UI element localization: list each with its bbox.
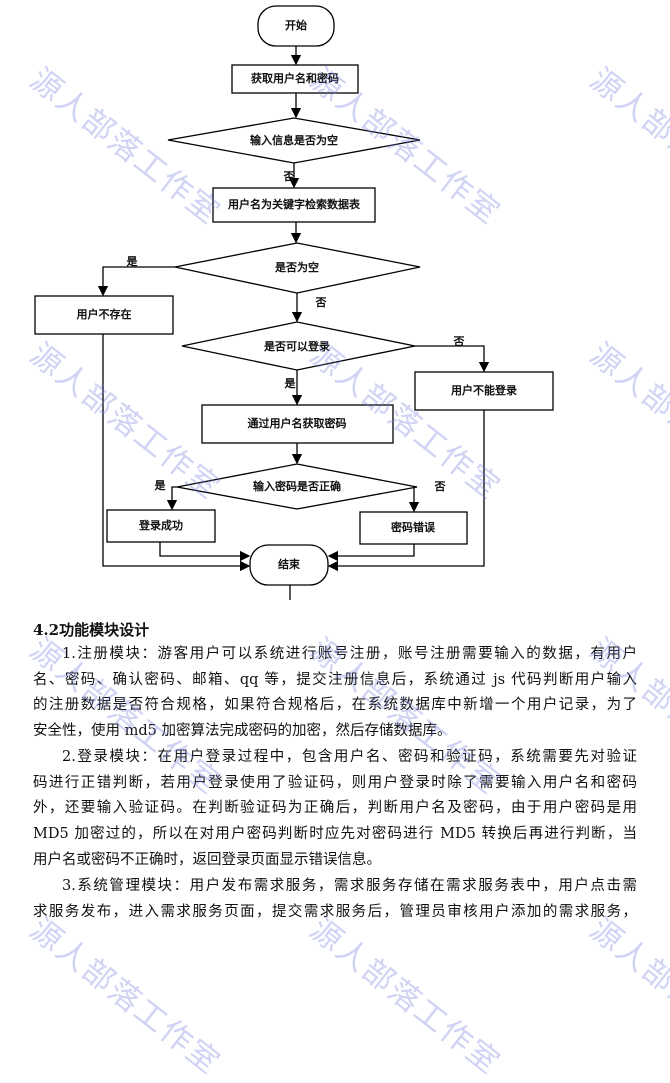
start-label: 开始	[285, 18, 307, 32]
can-login-label: 是否可以登录	[263, 339, 330, 353]
text-line: 外，还要输入验证码。在判断验证码为正确后，判断用户名及密码，由于用户密码是用	[33, 800, 637, 817]
paragraph-system-management: 3.系统管理模块：用户发布需求服务，需求服务存储在需求服务表中，用户点击需 求服…	[33, 874, 637, 925]
yes-label: 是	[154, 479, 167, 492]
login-flowchart: 开始 获取用户名和密码 输入信息是否为空 否 用户名为关键字检索数据表 是否为空…	[34, 5, 554, 600]
input-empty-decision	[167, 117, 421, 164]
section-heading: 4.2功能模块设计	[33, 621, 150, 639]
get-credentials-box	[231, 64, 359, 94]
login-success-box	[106, 509, 216, 543]
watermark: 源人部落工作室	[302, 911, 508, 1082]
is-empty-decision	[174, 242, 421, 294]
login-success-label: 登录成功	[138, 518, 183, 532]
end-terminal	[249, 544, 329, 586]
watermark: 源人部落工作室	[22, 911, 228, 1082]
input-empty-label: 输入信息是否为空	[250, 133, 338, 147]
yes-label: 是	[284, 377, 297, 390]
password-error-box	[359, 511, 468, 545]
text-line: 码进行正错判断，若用户登录使用了验证码，则用户登录时除了需要输入用户名和密码	[33, 774, 637, 791]
no-label: 否	[315, 296, 327, 309]
text-line: 名、密码、确认密码、邮箱、qq 等，提交注册信息后，系统通过 js 代码判断用户…	[33, 671, 637, 688]
password-error-label: 密码错误	[391, 520, 436, 534]
user-not-exist-box	[34, 295, 174, 335]
user-cannot-login-label: 用户不能登录	[451, 383, 517, 397]
text-line: 安全性，使用 md5 加密算法完成密码的加密，然后存储数据库。	[33, 723, 452, 740]
text-line: 求服务发布，进入需求服务页面，提交需求服务后，管理员审核用户添加的需求服务，	[33, 903, 637, 920]
is-empty-label: 是否为空	[274, 260, 319, 274]
get-credentials-label: 获取用户名和密码	[251, 71, 339, 85]
search-db-box	[212, 187, 376, 223]
text-line: 用户名或密码不正确时，返回登录页面显示错误信息。	[33, 851, 381, 868]
can-login-decision	[181, 321, 416, 371]
text-line: 2.登录模块：在用户登录过程中，包含用户名、密码和验证码，系统需要先对验证	[62, 749, 637, 765]
paragraph-login: 2.登录模块：在用户登录过程中，包含用户名、密码和验证码，系统需要先对验证 码进…	[33, 745, 637, 873]
yes-label: 是	[126, 255, 139, 268]
text-line: 3.系统管理模块：用户发布需求服务，需求服务存储在需求服务表中，用户点击需	[62, 878, 637, 894]
password-correct-label: 输入密码是否正确	[253, 479, 341, 493]
user-cannot-login-box	[414, 371, 554, 411]
no-label: 否	[434, 480, 446, 493]
get-password-label: 通过用户名获取密码	[248, 416, 347, 430]
no-label: 否	[453, 335, 465, 348]
no-label: 否	[283, 170, 295, 183]
password-correct-decision	[176, 463, 418, 510]
paragraph-registration: 1.注册模块：游客用户可以系统进行账号注册，账号注册需要输入的数据，有用户 名、…	[33, 642, 637, 745]
text-line: 的注册数据是否符合规格，如果符合规格后，在系统数据库中新增一个用户记录，为了	[33, 697, 637, 714]
get-password-box	[201, 404, 394, 444]
text-line: MD5 加密过的，所以在对用户密码判断时应先对密码进行 MD5 转换后再进行判断…	[33, 826, 637, 843]
watermark: 源人部落工作室	[582, 911, 670, 1082]
search-db-label: 用户名为关键字检索数据表	[228, 197, 361, 211]
end-label: 结束	[277, 557, 301, 571]
text-line: 1.注册模块：游客用户可以系统进行账号注册，账号注册需要输入的数据，有用户	[62, 646, 637, 662]
user-not-exist-label: 用户不存在	[77, 307, 132, 321]
start-terminal	[257, 5, 335, 47]
